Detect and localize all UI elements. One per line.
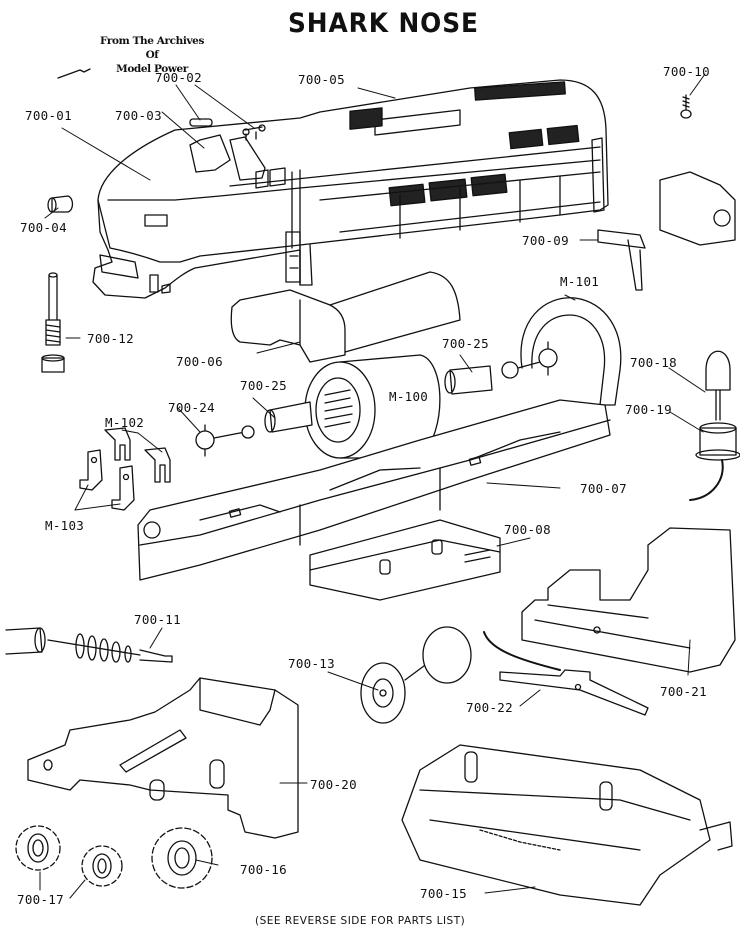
archive-credit: From The Archives Of Model Power [92,34,212,76]
label-700-21: 700-21 [660,684,707,699]
part-M-101-motor-clip [521,298,621,405]
label-700-11: 700-11 [134,612,181,627]
part-700-02-horns [190,119,265,140]
part-700-25-sleeves [265,366,492,432]
label-700-18: 700-18 [630,355,677,370]
credit-line-1: From The Archives Of [100,35,204,61]
label-700-01: 700-01 [25,108,72,123]
part-700-07-chassis [138,400,610,580]
label-700-17: 700-17 [17,892,64,907]
label-700-09: 700-09 [522,233,569,248]
part-M-103-brackets [80,450,134,510]
part-700-22-contact-strip [484,632,648,715]
part-700-18-bulb [706,351,730,420]
label-700-15: 700-15 [420,886,467,901]
label-700-13: 700-13 [288,656,335,671]
label-700-08: 700-08 [504,522,551,537]
part-700-16-gear-large [152,828,212,888]
diagram-title: SHARK NOSE [288,8,479,39]
part-700-09-coupler [598,172,735,290]
label-M-102: M-102 [105,415,145,430]
part-700-24-universal-joint [196,342,557,456]
part-700-06-weight [231,272,460,362]
label-700-02: 700-02 [155,70,202,85]
label-700-03: 700-03 [115,108,162,123]
label-M-100: M-100 [389,389,429,404]
part-700-11-worm-shaft [6,628,172,662]
label-M-103: M-103 [45,518,85,533]
part-700-08-bottom-cover [310,520,500,600]
part-700-15-power-truck [402,745,732,905]
label-700-07: 700-07 [580,481,627,496]
part-700-19-socket [690,423,740,500]
parts-list-note: (SEE REVERSE SIDE FOR PARTS LIST) [255,915,466,927]
label-700-20: 700-20 [310,777,357,792]
label-700-16: 700-16 [240,862,287,877]
part-M-102-brush-springs [105,428,170,482]
leader-lines [40,74,705,898]
part-700-01-body-shell [93,80,608,298]
label-700-12: 700-12 [87,331,134,346]
part-700-10-screw [681,95,691,118]
label-700-05: 700-05 [298,72,345,87]
label-700-04: 700-04 [20,220,67,235]
credit-squiggle [58,69,90,78]
label-700-25-right: 700-25 [442,336,489,351]
label-700-25-left: 700-25 [240,378,287,393]
label-700-06: 700-06 [176,354,223,369]
part-700-12-pivot-screw [42,273,64,372]
part-700-21-side-frame [522,528,735,672]
grille-windows [350,82,579,206]
label-700-22: 700-22 [466,700,513,715]
credit-line-2: Model Power [116,63,188,75]
label-700-10: 700-10 [663,64,710,79]
part-700-13-wheelset [361,627,471,723]
label-M-101: M-101 [560,274,600,289]
part-700-04-lens [48,196,73,212]
part-700-20-gearbox [28,678,298,838]
label-700-19: 700-19 [625,402,672,417]
label-700-24: 700-24 [168,400,215,415]
part-700-17-gears-small [16,826,122,886]
